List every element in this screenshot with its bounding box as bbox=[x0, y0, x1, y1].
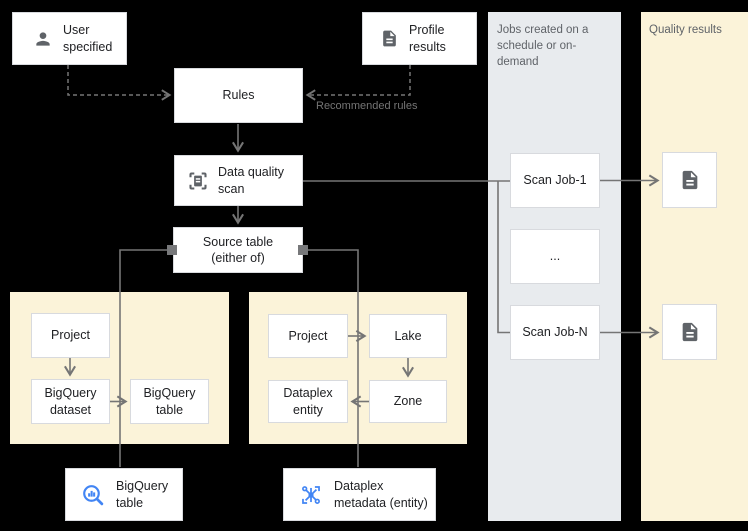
node-label: User specified bbox=[63, 23, 113, 54]
node-label: BigQuery table bbox=[116, 479, 169, 510]
node-zone: Zone bbox=[369, 380, 447, 423]
document-icon bbox=[380, 29, 399, 48]
bigquery-icon bbox=[80, 482, 106, 508]
quality-results-panel bbox=[641, 12, 748, 521]
node-quality-result-1 bbox=[662, 152, 717, 208]
node-scan-job-ellipsis: ... bbox=[510, 229, 600, 284]
recommended-rules-label: Recommended rules bbox=[316, 100, 418, 112]
node-profile-results: Profile results bbox=[362, 12, 477, 65]
node-scan-job-1: Scan Job-1 bbox=[510, 153, 600, 208]
node-label: Project bbox=[288, 328, 328, 343]
node-label: Data quality scan bbox=[218, 165, 285, 196]
node-source-table: Source table (either of) bbox=[173, 227, 303, 273]
node-label: BigQuery table bbox=[143, 386, 196, 417]
quality-results-header: Quality results bbox=[649, 24, 722, 36]
document-icon bbox=[679, 169, 701, 191]
node-label: Rules bbox=[222, 88, 255, 103]
node-label: Zone bbox=[393, 394, 423, 409]
node-quality-result-n bbox=[662, 304, 717, 360]
source-table-left-port bbox=[167, 245, 177, 255]
node-scan-job-n: Scan Job-N bbox=[510, 305, 600, 360]
scan-icon bbox=[186, 169, 210, 193]
dataplex-icon bbox=[298, 482, 324, 508]
node-bigquery-table: BigQuery table bbox=[130, 379, 209, 424]
document-icon bbox=[679, 321, 701, 343]
node-label: BigQuery dataset bbox=[44, 386, 97, 417]
node-label: Project bbox=[51, 328, 90, 343]
person-icon bbox=[33, 29, 53, 49]
node-data-quality-scan: Data quality scan bbox=[174, 155, 303, 206]
node-label: Dataplex entity bbox=[283, 386, 333, 417]
node-label: Profile results bbox=[409, 23, 446, 54]
node-user-specified: User specified bbox=[12, 12, 127, 65]
node-label: ... bbox=[549, 249, 561, 264]
node-project-dataplex: Project bbox=[268, 314, 348, 358]
node-label: Scan Job-N bbox=[522, 325, 588, 340]
node-label: Source table (either of) bbox=[202, 234, 274, 265]
node-bigquery-table-metadata: BigQuery table bbox=[65, 468, 183, 521]
node-lake: Lake bbox=[369, 314, 447, 358]
node-label: Lake bbox=[394, 328, 422, 343]
node-label: Dataplex metadata (entity) bbox=[334, 479, 428, 510]
node-rules: Rules bbox=[174, 68, 303, 123]
node-label: Scan Job-1 bbox=[523, 173, 587, 188]
source-table-right-port bbox=[298, 245, 308, 255]
node-dataplex-metadata: Dataplex metadata (entity) bbox=[283, 468, 436, 521]
jobs-panel-header: Jobs created on a schedule or on-demand bbox=[497, 24, 589, 69]
node-dataplex-entity: Dataplex entity bbox=[268, 380, 348, 423]
node-bigquery-dataset: BigQuery dataset bbox=[31, 379, 110, 424]
node-project-bigquery: Project bbox=[31, 313, 110, 358]
